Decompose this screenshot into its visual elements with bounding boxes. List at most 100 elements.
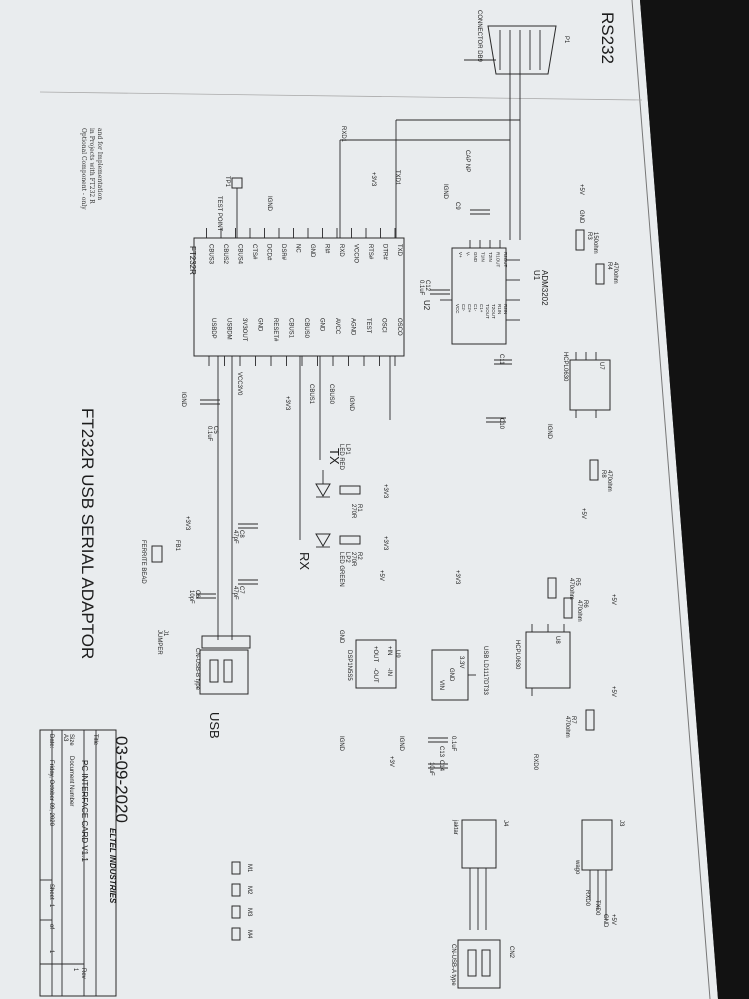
cbus0-net: CBUS0 [328,384,334,405]
u2-ref: U2 [422,300,431,311]
u2-part: FT232R [188,246,197,275]
doc-number-label: Document Number [68,756,74,806]
u1-adm3202: R2OUTR1OUTT2INT1INGNDV-V+R2INR1INT2OUTT1… [440,240,520,345]
led-lp1 [315,470,331,498]
c13-label: C13 [438,746,444,758]
fb1-label: FB1 [174,540,180,552]
size-label: Size [68,734,74,746]
c10-label: C10 [498,418,504,430]
cbus1-net: CBUS1 [308,384,314,405]
u9-part: DSP1N5S5 [346,650,352,681]
svg-text:Optional Component - only: Optional Component - only [80,128,87,210]
cap-c8 [238,523,258,529]
rxd0-net: RXD0 [532,754,538,771]
u2-right-pin-12: USBDM [226,318,232,340]
main-title: FT232R USB SERIAL ADAPTOR [78,408,97,659]
r8-value: 470ohm [606,470,612,492]
u1-right-pin-3: T2OUT [491,304,496,319]
resistor-r5 [547,577,557,599]
u9-pin-3: -IN [386,668,392,676]
svg-text:and for Implementation: and for Implementation [96,128,103,200]
ignd-net-e: IGND [180,392,186,408]
u1-left-pin-5: GND [473,252,478,263]
rev-value: 1 [72,968,78,972]
u1-left-pin-2: R1OUT [496,252,501,268]
rxd-net: RXD1 [340,126,346,143]
lp1-value: LED RED [338,444,344,471]
r1-value: 270R [350,504,356,519]
v5-net-c: +5V [610,594,616,605]
u2-right-pin-11: 3V3OUT [241,318,247,342]
u2-right-pin-6: GND [319,318,325,332]
jumper-label: JUMPER [156,630,162,655]
resistor-r6 [563,597,573,619]
r4-label: R4 [606,262,612,270]
u2-left-pin-14: CBUS3 [208,244,214,265]
sheet-value: 1 [48,904,54,908]
u2-left-pin-2: DTR# [382,244,388,260]
u7-hcpl0630 [569,352,611,418]
j3-label: J3 [618,820,624,827]
lp1-label: LP1 [344,444,350,455]
usb-a-connector-cn2 [457,939,501,989]
v3-net-e: +3V3 [184,516,190,531]
u8-part: HCPL0630 [514,640,520,670]
fb1-value: FERRITE BEAD [140,540,146,584]
u1-part: ADM3202 [540,270,549,306]
gnd-net-a: GND [578,210,584,224]
j4-label: J4 [502,820,508,827]
u2-right-pin-7: CBUS0 [303,318,309,339]
u1-left-pin-6: V- [466,252,471,257]
u2-left-pin-5: RXD [338,244,344,257]
u1-left-pin-7: V+ [458,252,463,258]
cap-c9 [470,209,490,215]
connector-j4 [461,819,497,930]
paper-sheet [0,0,718,999]
u2-left-pin-13: CBUS2 [222,244,228,265]
u9-pin-4: -OUT [372,668,378,683]
u2-left-pin-6: RI# [324,244,330,254]
u2-right-pin-10: GND [257,318,263,332]
tp1-label: TP1 [224,176,230,188]
company-name: ELTEL INDUSTRIES [108,828,117,904]
u1-right-pin-8: C2- [461,304,466,312]
r4-value: 470ohm [612,262,618,284]
usb-b-connector-j2 [199,649,249,695]
u2-left-pins: TXDDTR#RTS#VCCIORXDRI#GNDNCDSR#DCD#CTS#C… [206,228,402,265]
u7-ref: U7 [598,362,604,370]
u2-left-pin-12: CBUS4 [237,244,243,265]
date-value: Friday, October 09, 2020 [48,760,54,827]
r6-label: R6 [582,600,588,608]
v5-net-d: +5V [610,686,616,697]
mounting-hole-m3 [231,905,241,919]
of-label: of [48,924,54,929]
r7-value: 470ohm [564,716,570,738]
u7-part: HCPL0630 [562,352,568,382]
u1-right-pin-4: T1OUT [485,304,490,319]
ignd-net-a: IGND [546,424,552,440]
j1-label: J1 [162,630,168,637]
mounting-hole-m4 [231,927,241,941]
v3b-net: +3V [388,756,394,767]
r1-label: R1 [356,504,362,512]
u1-right-pin-9: VCC [455,304,460,314]
u2-left-pin-7: GND [309,244,315,258]
v3-net-a: +3V3 [370,172,376,187]
cn2-label: CN2 [508,946,514,959]
c14-label: C14 [438,760,444,772]
c11-label: C11 [498,354,504,365]
u1-left-pin-4: T1IN [481,252,486,262]
u2-right-pin-1: OSCO [396,318,402,336]
tx-label: TX [327,448,342,465]
u2-right-pins: OSCOOSCITESTAGNDAVCCGNDCBUS0CBUS1RESET#G… [208,318,402,366]
resistor-r1 [339,485,361,495]
resistor-r8 [589,459,599,481]
u2-left-pin-10: DCD# [266,244,272,261]
rev-label: Rev [80,968,86,979]
u9-pin-1: +IN [386,646,392,656]
ignd-net-c: IGND [266,196,272,212]
j4-jaktar-label: jaktar [452,819,458,835]
u1-right-pin-1: R2IN [503,304,508,314]
